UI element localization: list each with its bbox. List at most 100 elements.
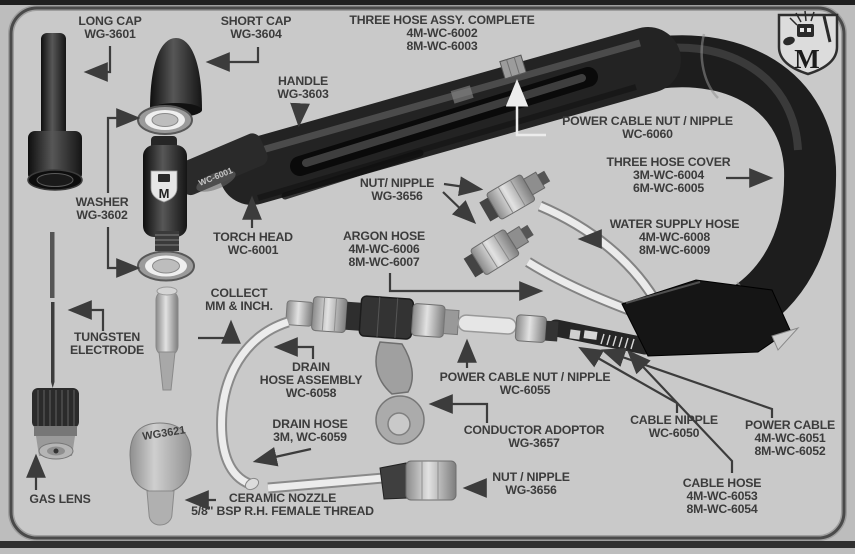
label-line: CONDUCTOR ADOPTOR — [463, 423, 605, 437]
label-long-cap: LONG CAP WG-3601 — [60, 14, 160, 42]
label-line: NUT/ NIPPLE — [359, 176, 435, 190]
tungsten-electrode-part — [50, 232, 55, 388]
ceramic-nozzle-part: WG3621 — [129, 422, 192, 526]
label-line: WG-3603 — [277, 87, 329, 102]
label-line: POWER CABLE NUT / NIPPLE — [439, 370, 611, 384]
label-line: 4M-WC-6051 — [754, 431, 826, 446]
label-line: 8M-WC-6052 — [754, 444, 826, 459]
long-cap-part — [27, 33, 83, 191]
label-line: GAS LENS — [29, 492, 91, 506]
argon-hose-chain-part — [285, 295, 559, 343]
label-line: DRAIN — [292, 360, 330, 374]
label-line: WC-6060 — [622, 127, 673, 142]
label-short-cap: SHORT CAP WG-3604 — [206, 14, 306, 42]
label-handle: HANDLE WG-3603 — [253, 74, 353, 102]
label-line: 8M-WC-6009 — [638, 243, 711, 258]
label-line: WG-3657 — [508, 436, 560, 451]
torch-logo-letter: M — [159, 186, 170, 201]
label-line: WG-3602 — [76, 208, 128, 223]
label-line: ARGON HOSE — [342, 229, 426, 243]
label-cable-nipple: CABLE NIPPLE WC-6050 — [614, 413, 734, 441]
torch-head-logo: M — [150, 170, 178, 203]
power-cable-part — [547, 319, 654, 355]
label-gas-lens: GAS LENS — [20, 492, 100, 506]
label-line: ELECTRODE — [69, 343, 145, 358]
label-line: POWER CABLE — [744, 418, 836, 432]
label-line: 4M-WC-6006 — [348, 242, 420, 257]
label-line: NUT / NIPPLE — [492, 470, 570, 484]
nut-nipple-part-1 — [479, 170, 551, 222]
label-tungsten-electrode: TUNGSTEN ELECTRODE — [57, 330, 157, 358]
label-torch-head: TORCH HEAD WC-6001 — [193, 230, 313, 258]
label-line: HOSE ASSEMBLY — [259, 373, 363, 388]
label-line: POWER CABLE NUT / NIPPLE — [562, 114, 733, 128]
label-line: CABLE HOSE — [682, 476, 762, 490]
white-up-arrow — [505, 79, 546, 137]
label-line: TUNGSTEN — [73, 330, 141, 344]
nut-nipple-part-2 — [463, 224, 534, 278]
label-line: WG-3604 — [230, 27, 282, 42]
label-nut-nipple-bottom: NUT / NIPPLE WG-3656 — [481, 470, 581, 498]
label-line: THREE HOSE COVER — [606, 155, 731, 169]
label-line: 3M-WC-6004 — [632, 168, 705, 183]
label-line: WG-3601 — [84, 27, 136, 42]
label-line: TORCH HEAD — [213, 230, 293, 244]
label-line: CABLE NIPPLE — [630, 413, 718, 427]
label-argon-hose: ARGON HOSE 4M-WC-6006 8M-WC-6007 — [324, 229, 444, 270]
label-line: MM & INCH. — [205, 299, 273, 314]
torch-head-part: WC-6001 M — [143, 133, 268, 251]
label-power-cable-nut-nipple-6060: POWER CABLE NUT / NIPPLE WC-6060 — [545, 114, 750, 142]
label-line: 3M, WC-6059 — [273, 430, 347, 445]
label-line: 6M-WC-6005 — [632, 181, 705, 196]
label-line: SHORT CAP — [220, 14, 292, 28]
label-washer: WASHER WG-3602 — [52, 195, 152, 223]
label-line: 4M-WC-6053 — [686, 489, 758, 504]
brand-logo-letter: M — [794, 44, 819, 74]
label-three-hose-assy: THREE HOSE ASSY. COMPLETE 4M-WC-6002 8M-… — [332, 13, 552, 54]
label-conductor-adoptor: CONDUCTOR ADOPTOR WG-3657 — [442, 423, 626, 451]
label-water-supply-hose: WATER SUPPLY HOSE 4M-WC-6008 8M-WC-6009 — [592, 217, 757, 258]
label-line: 8M-WC-6003 — [406, 39, 478, 54]
drain-hose-part — [216, 316, 384, 494]
handle-part — [219, 27, 681, 205]
label-power-cable-nut-nipple-6055: POWER CABLE NUT / NIPPLE WC-6055 — [425, 370, 625, 398]
collect-part — [155, 286, 179, 391]
three-hose-cover-part — [621, 279, 800, 357]
label-line: WC-6001 — [227, 243, 279, 258]
label-line: COLLECT — [210, 286, 268, 300]
label-line: THREE HOSE ASSY. COMPLETE — [349, 13, 535, 27]
label-power-cable: POWER CABLE 4M-WC-6051 8M-WC-6052 — [728, 418, 852, 459]
label-line: WG-3656 — [505, 483, 557, 498]
label-drain-hose-assembly: DRAIN HOSE ASSEMBLY WC-6058 — [240, 360, 382, 401]
nut-nipple-bottom-part — [379, 460, 457, 501]
label-line: DRAIN HOSE — [272, 417, 348, 431]
power-cable-nut-6060-part — [499, 54, 527, 80]
label-line: 8M-WC-6007 — [348, 255, 420, 270]
label-line: WC-6058 — [285, 386, 337, 401]
brand-logo: M — [777, 10, 839, 76]
gas-lens-part — [32, 388, 79, 460]
label-line: CERAMIC NOZZLE — [228, 491, 337, 505]
label-line: 4M-WC-6002 — [406, 26, 478, 41]
leader-arrows — [26, 46, 774, 510]
label-drain-hose: DRAIN HOSE 3M, WC-6059 — [250, 417, 370, 445]
label-cable-hose: CABLE HOSE 4M-WC-6053 8M-WC-6054 — [660, 476, 784, 517]
label-line: 5/8" BSP R.H. FEMALE THREAD — [191, 504, 374, 519]
label-ceramic-nozzle: CERAMIC NOZZLE 5/8" BSP R.H. FEMALE THRE… — [160, 491, 405, 519]
label-line: WASHER — [75, 195, 129, 209]
label-line: WG-3656 — [371, 189, 423, 204]
label-line: WC-6055 — [499, 383, 551, 398]
label-line: WATER SUPPLY HOSE — [609, 217, 740, 231]
label-line: HANDLE — [277, 74, 329, 88]
conductor-adaptor-part — [375, 341, 425, 445]
washer-part-1 — [137, 105, 193, 135]
label-line: 4M-WC-6008 — [638, 230, 711, 245]
label-nut-nipple-top: NUT/ NIPPLE WG-3656 — [347, 176, 447, 204]
label-collect: COLLECT MM & INCH. — [189, 286, 289, 314]
label-line: 8M-WC-6054 — [686, 502, 758, 517]
power-cable-markings — [569, 329, 635, 350]
label-three-hose-cover: THREE HOSE COVER 3M-WC-6004 6M-WC-6005 — [586, 155, 751, 196]
label-line: WC-6050 — [648, 426, 700, 441]
